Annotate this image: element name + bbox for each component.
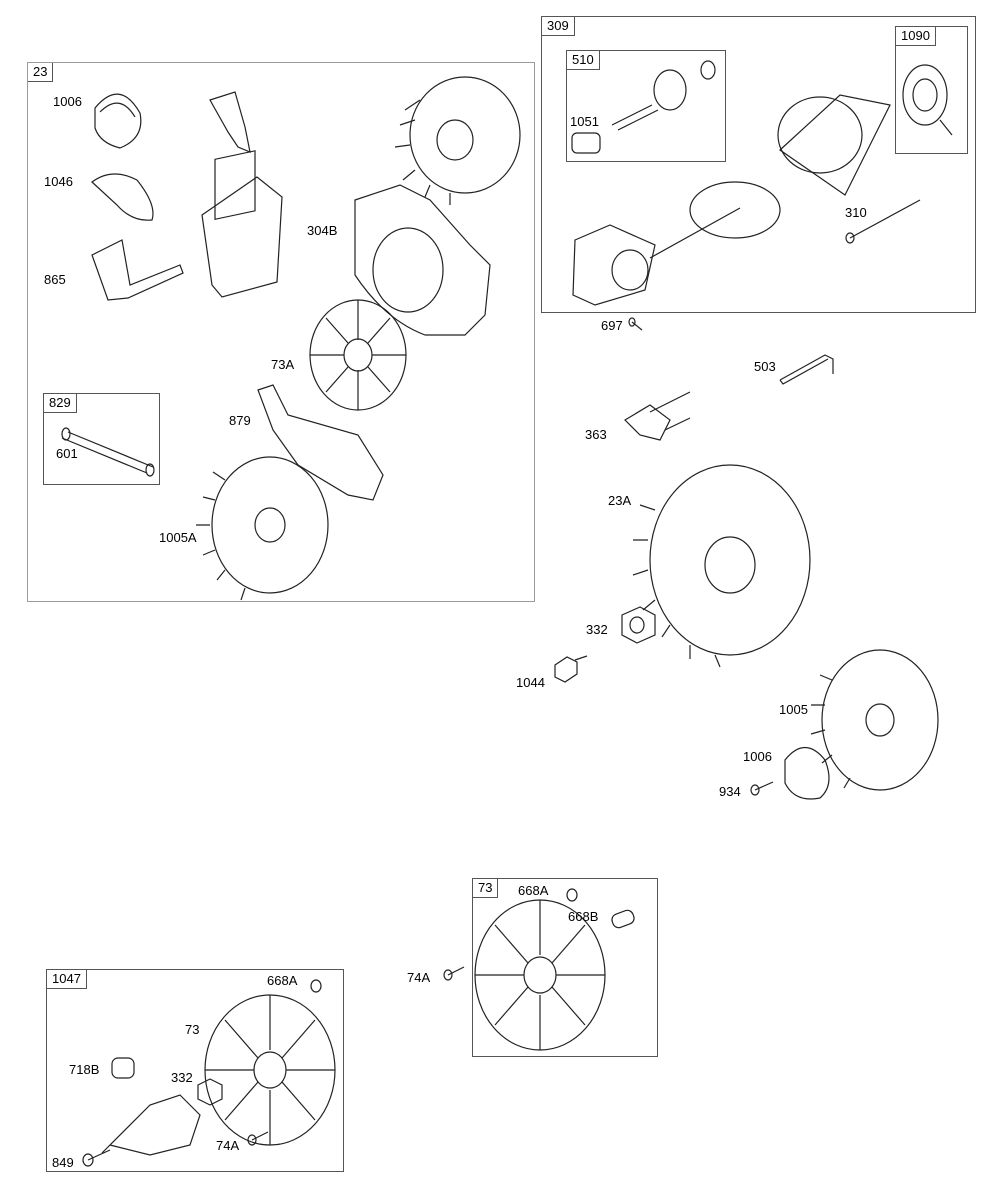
group-tag-510: 510	[567, 51, 600, 70]
fan-1005-drawing	[810, 649, 939, 791]
bolt-1044-drawing	[554, 655, 588, 683]
part-label-74a: 74A	[407, 970, 431, 985]
part-label-332: 332	[586, 622, 608, 637]
bolt-849-drawing	[82, 1149, 111, 1167]
screen-73a-drawing	[309, 299, 407, 411]
group-tag-1090: 1090	[896, 27, 936, 46]
group-box-510: 510	[566, 50, 726, 162]
group-tag-309: 309	[542, 17, 575, 36]
adapter-drawing	[101, 1094, 201, 1156]
end-cap-drawing	[572, 224, 656, 306]
group-box-1090: 1090	[895, 26, 968, 154]
part-label-601: 601	[56, 446, 78, 461]
part-label-503: 503	[754, 359, 776, 374]
nut-332-drawing	[621, 606, 656, 644]
bracket-865-drawing	[91, 239, 184, 301]
part-label-934: 934	[719, 784, 741, 799]
screw-668a-1047-drawing	[310, 979, 322, 993]
bolt-310-drawing	[845, 199, 921, 244]
flywheel-top-drawing	[394, 76, 521, 205]
group-tag-23: 23	[28, 63, 54, 82]
part-label-363: 363	[585, 427, 607, 442]
shield-879-drawing	[257, 384, 384, 501]
group-tag-1047: 1047	[47, 970, 87, 989]
part-label-310: 310	[845, 205, 867, 220]
part-label-865: 865	[44, 272, 66, 287]
part-label-697: 697	[601, 318, 623, 333]
screw-74a-drawing	[443, 966, 465, 981]
brake-363-drawing	[624, 391, 691, 441]
part-label-1006-b: 1006	[743, 749, 772, 764]
retainer-clip-1006-drawing	[94, 93, 142, 149]
part-label-668a-1047: 668A	[267, 973, 298, 988]
group-box-23: 23	[27, 62, 535, 602]
part-label-849: 849	[52, 1155, 74, 1170]
screw-934-drawing	[750, 781, 774, 796]
part-label-1046: 1046	[44, 174, 73, 189]
screen-1047-drawing	[204, 994, 336, 1146]
spacer-718b-drawing	[111, 1057, 135, 1079]
plate-bracket-drawing	[201, 150, 283, 298]
fan-1005a-drawing	[196, 456, 329, 601]
part-label-73a: 73A	[271, 357, 295, 372]
part-label-74a-1047: 74A	[216, 1138, 240, 1153]
screw-697-drawing	[628, 317, 643, 331]
retainer-1006-drawing	[784, 746, 830, 800]
part-label-73: 73	[185, 1022, 200, 1037]
screw-74a-1047-drawing	[247, 1131, 269, 1146]
part-label-1044: 1044	[516, 675, 545, 690]
group-tag-73: 73	[473, 879, 499, 898]
part-label-1051: 1051	[570, 114, 599, 129]
part-label-23a: 23A	[608, 493, 632, 508]
part-label-1006: 1006	[53, 94, 82, 109]
screen-73-drawing	[474, 899, 606, 1051]
flywheel-23a-drawing	[632, 464, 811, 668]
group-box-1047: 1047	[46, 969, 344, 1172]
part-label-668b: 668B	[568, 909, 599, 924]
screw-668a-drawing	[566, 888, 578, 902]
group-tag-829: 829	[44, 394, 77, 413]
part-label-1005a: 1005A	[159, 530, 197, 545]
group-box-73: 73	[472, 878, 658, 1057]
part-label-332-1047: 332	[171, 1070, 193, 1085]
group-box-309: 309	[541, 16, 976, 313]
part-label-304b: 304B	[307, 223, 338, 238]
bracket-503-drawing	[779, 354, 834, 385]
nut-332-1047-drawing	[197, 1078, 223, 1106]
gasket-1046-drawing	[91, 173, 154, 221]
tube-601-drawing	[61, 427, 155, 477]
starter-gear-drawing	[571, 60, 716, 154]
cap-1090-drawing	[902, 64, 953, 136]
blower-housing-304b-drawing	[354, 184, 491, 336]
group-box-829: 829	[43, 393, 160, 485]
part-label-1005: 1005	[779, 702, 808, 717]
part-label-668a: 668A	[518, 883, 549, 898]
part-label-879: 879	[229, 413, 251, 428]
starter-housing-drawing	[777, 94, 891, 196]
spacer-668b-drawing	[611, 909, 635, 929]
part-label-718b: 718B	[69, 1062, 100, 1077]
armature-drawing	[649, 181, 781, 259]
